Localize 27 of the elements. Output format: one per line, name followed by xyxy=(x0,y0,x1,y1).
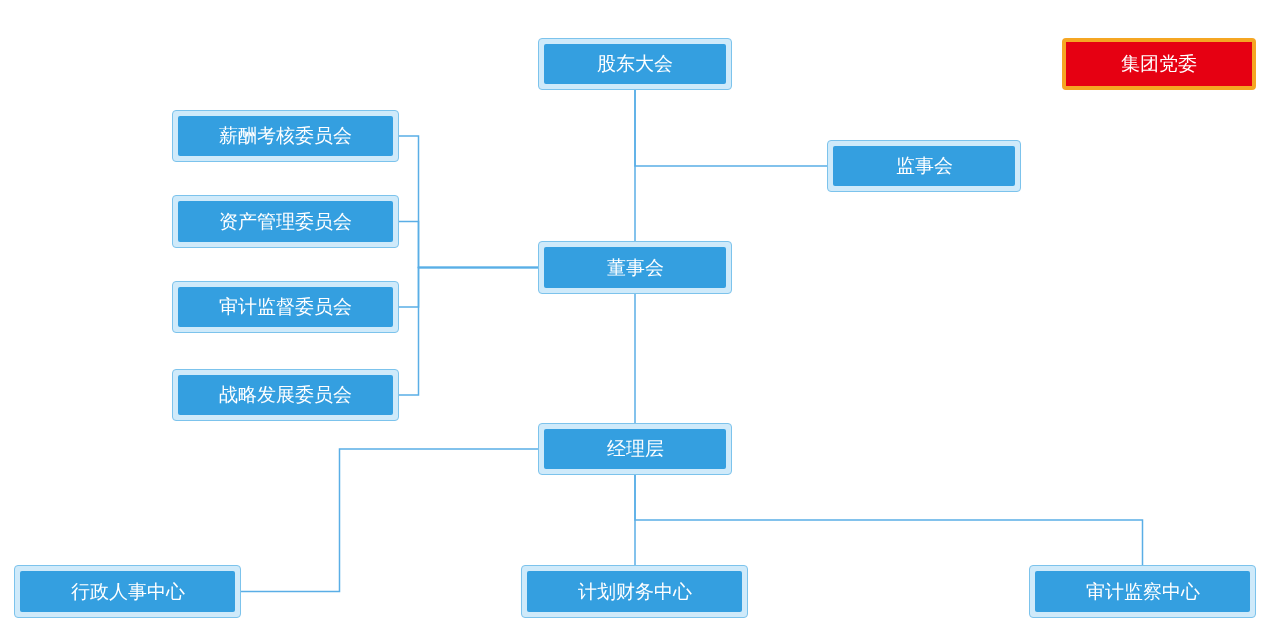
org-box xyxy=(538,423,732,475)
box-label: 监事会 xyxy=(833,146,1015,186)
connector-line xyxy=(634,89,828,167)
box-label: 计划财务中心 xyxy=(527,571,742,612)
box-label: 股东大会 xyxy=(544,44,726,84)
box-label: 资产管理委员会 xyxy=(178,201,393,242)
org-box xyxy=(172,195,399,248)
org-box xyxy=(538,241,732,294)
box-label: 审计监察中心 xyxy=(1035,571,1250,612)
connector-line xyxy=(634,293,636,424)
org-box xyxy=(538,38,732,90)
org-box xyxy=(521,565,748,618)
box-label: 董事会 xyxy=(544,247,726,288)
box-label: 战略发展委员会 xyxy=(178,375,393,415)
box-label: 薪酬考核委员会 xyxy=(178,116,393,156)
org-box xyxy=(172,369,399,421)
org-box xyxy=(14,565,241,618)
connector-line xyxy=(240,448,539,593)
org-box xyxy=(827,140,1021,192)
box-label: 审计监督委员会 xyxy=(178,287,393,327)
connector-line xyxy=(398,266,539,396)
box-label: 行政人事中心 xyxy=(20,571,235,612)
connector-line xyxy=(634,474,1144,566)
org-box xyxy=(172,110,399,162)
org-box xyxy=(172,281,399,333)
box-label: 经理层 xyxy=(544,429,726,469)
org-box xyxy=(1029,565,1256,618)
